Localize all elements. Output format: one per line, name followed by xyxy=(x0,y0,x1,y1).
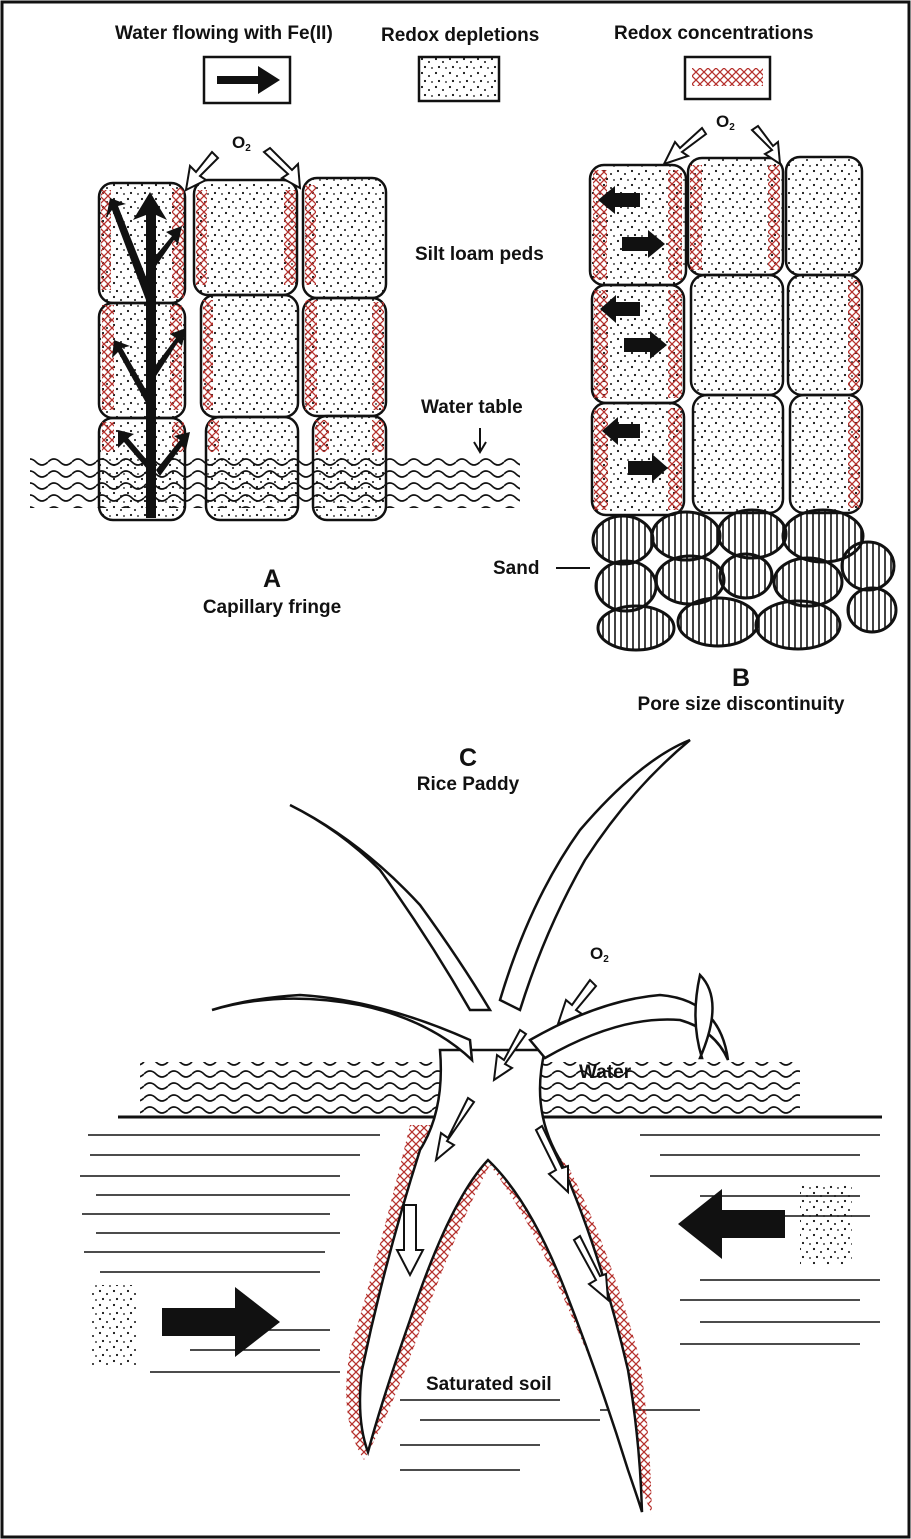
water-table-label: Water table xyxy=(421,398,523,417)
panel-b-oxygen-label: O2 xyxy=(716,113,735,133)
panel-c-flow-arrow-left-icon xyxy=(678,1189,785,1259)
panel-b-caption: Pore size discontinuity xyxy=(638,695,845,714)
panel-a-drawing xyxy=(30,148,520,520)
water-label: Water xyxy=(579,1063,631,1082)
panel-a-oxygen-label: O2 xyxy=(232,134,251,154)
panel-c-soil-lines xyxy=(80,1135,880,1470)
legend-flow-label: Water flowing with Fe(II) xyxy=(115,24,333,43)
sand-label: Sand xyxy=(493,559,539,578)
panel-c-flow-arrow-right-icon xyxy=(162,1287,280,1357)
water-table-pointer-icon xyxy=(474,428,486,452)
panel-c-depletion-left xyxy=(90,1285,136,1365)
legend-depletion-label: Redox depletions xyxy=(381,26,539,45)
panel-a-letter: A xyxy=(263,567,281,592)
panel-a-caption: Capillary fringe xyxy=(203,598,341,617)
legend-concentration-hatch xyxy=(692,68,763,86)
panel-b-drawing xyxy=(556,126,896,650)
silt-loam-peds-label: Silt loam peds xyxy=(415,245,544,264)
legend-concentration-label: Redox concentrations xyxy=(614,24,814,43)
legend xyxy=(204,57,770,103)
panel-b-sand xyxy=(593,510,896,650)
panel-a-peds xyxy=(99,178,386,520)
panel-c-letter: C xyxy=(459,746,477,771)
panel-c-drawing xyxy=(80,740,882,1515)
saturated-soil-label: Saturated soil xyxy=(426,1375,552,1394)
panel-b-letter: B xyxy=(732,666,750,691)
panel-c-caption: Rice Paddy xyxy=(417,775,519,794)
panel-c-depletion-right xyxy=(800,1185,852,1265)
panel-c-oxygen-label: O2 xyxy=(590,945,609,965)
legend-depletion-swatch xyxy=(419,57,499,101)
